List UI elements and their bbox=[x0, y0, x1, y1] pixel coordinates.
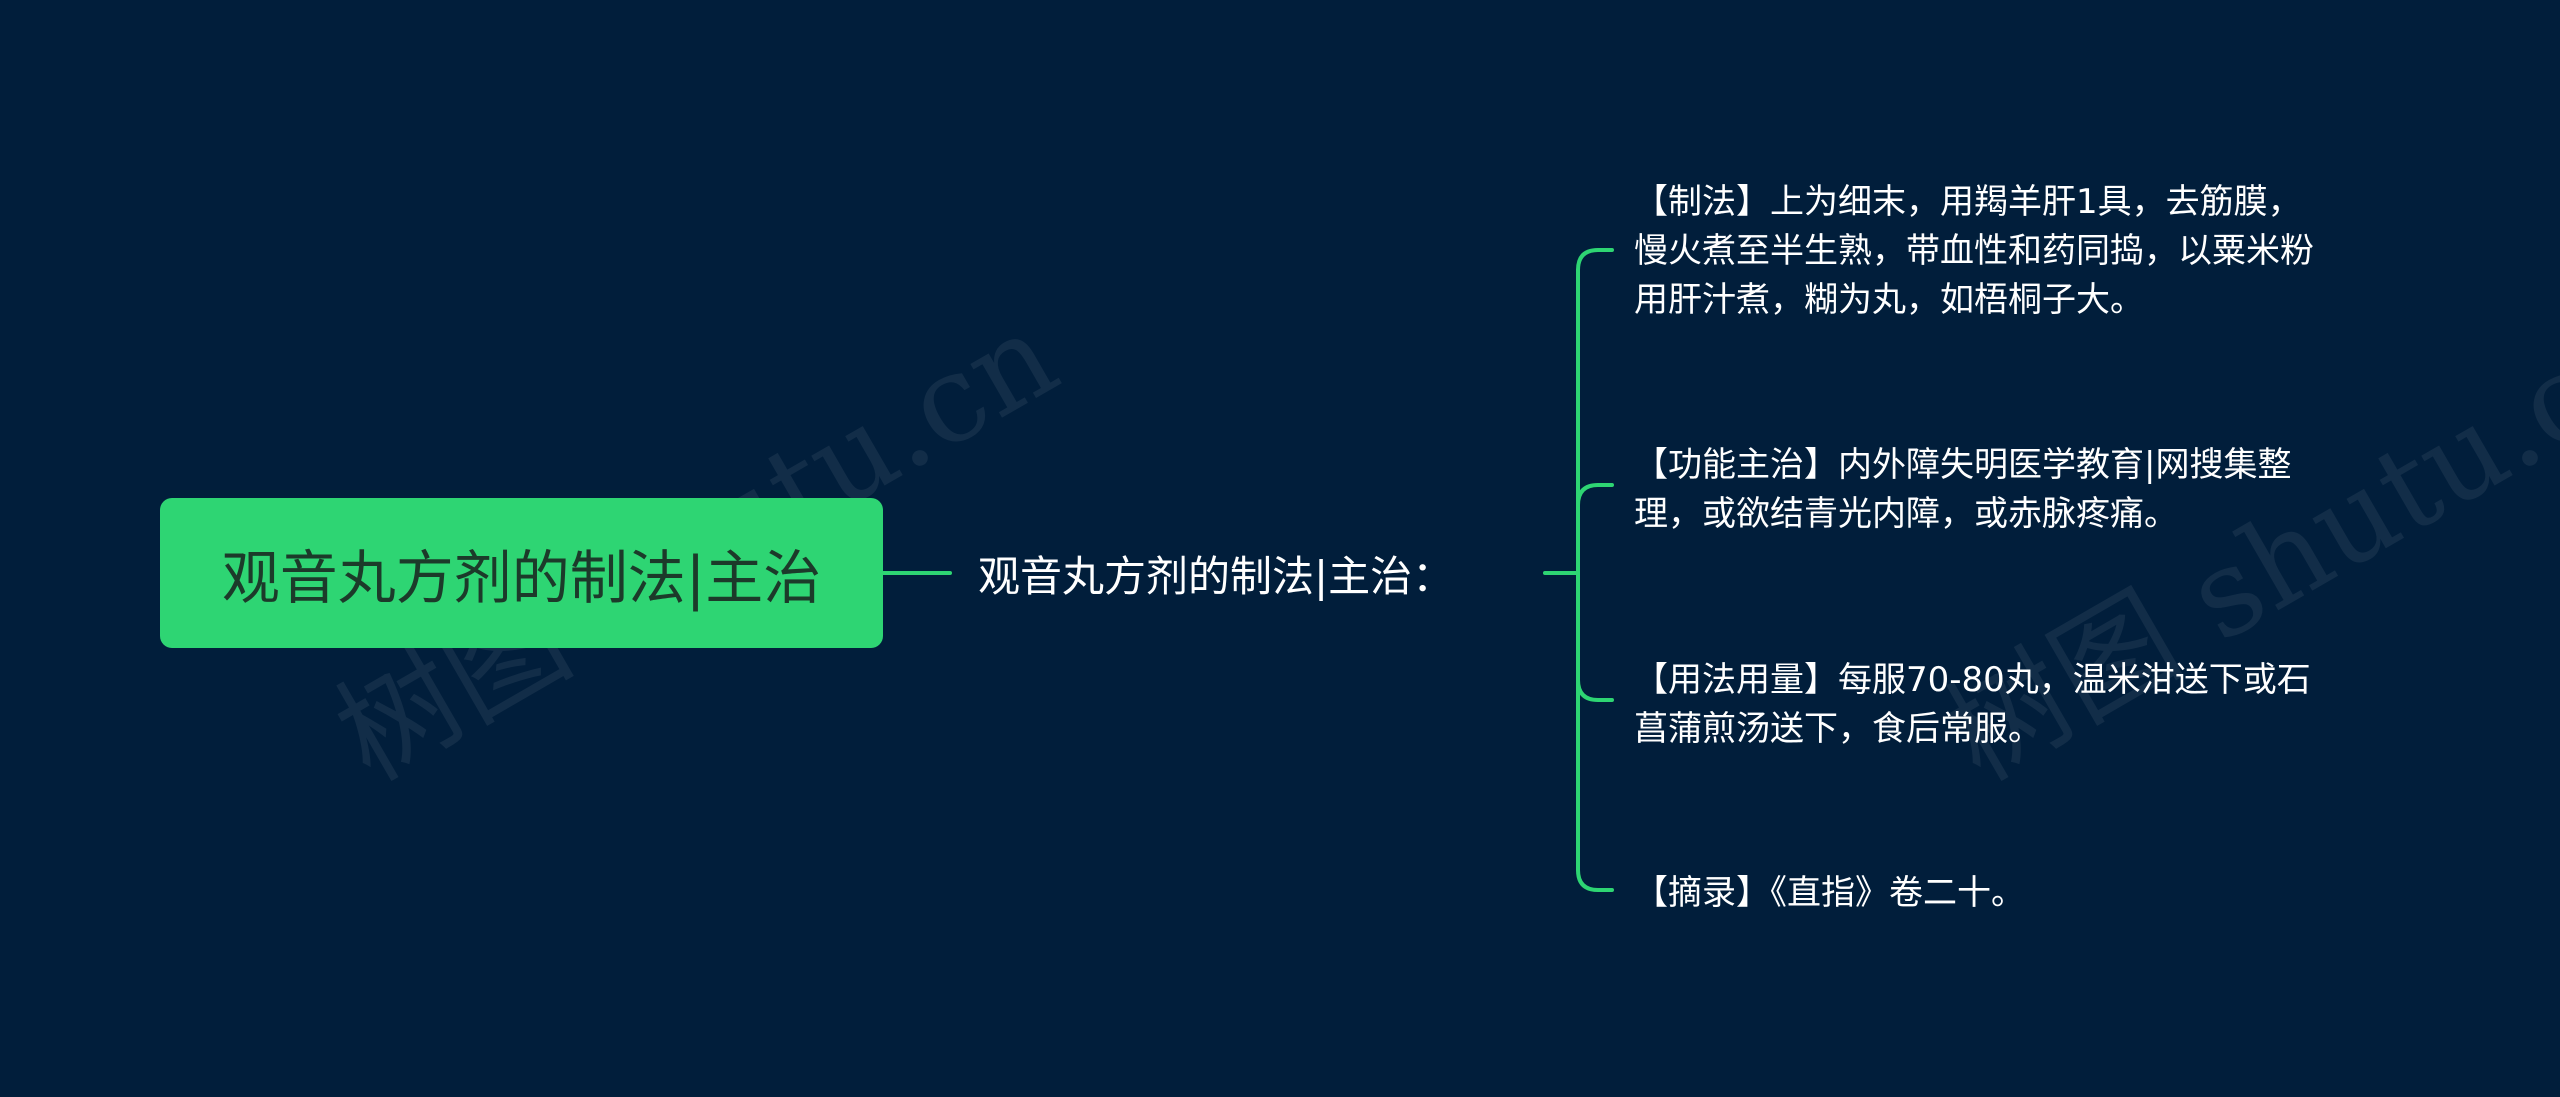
leaf-line: 用肝汁煮，糊为丸，如梧桐子大。 bbox=[1634, 280, 2144, 320]
leaf-node-preparation[interactable]: 【制法】上为细末，用羯羊肝1具，去筋膜， 慢火煮至半生熟，带血性和药同捣，以粟米… bbox=[1634, 178, 2394, 325]
leaf-line: 【用法用量】每服70-80丸，温米泔送下或石 bbox=[1634, 660, 2311, 700]
subtopic-label: 观音丸方剂的制法|主治： bbox=[978, 551, 1455, 601]
branch-connector-1 bbox=[1576, 248, 1614, 272]
leaf-line: 【摘录】《直指》卷二十。 bbox=[1634, 873, 2025, 913]
branch-connector-2 bbox=[1576, 483, 1614, 507]
root-topic-node[interactable]: 观音丸方剂的制法|主治 bbox=[160, 498, 883, 648]
branch-connector-4 bbox=[1576, 868, 1614, 892]
subtopic-node[interactable]: 观音丸方剂的制法|主治： bbox=[978, 543, 1454, 603]
leaf-line: 【制法】上为细末，用羯羊肝1具，去筋膜， bbox=[1634, 182, 2302, 222]
leaf-node-indications[interactable]: 【功能主治】内外障失明医学教育|网搜集整 理，或欲结青光内障，或赤脉疼痛。 bbox=[1634, 441, 2394, 539]
leaf-node-dosage[interactable]: 【用法用量】每服70-80丸，温米泔送下或石 菖蒲煎汤送下，食后常服。 bbox=[1634, 656, 2394, 754]
leaf-node-source[interactable]: 【摘录】《直指》卷二十。 bbox=[1634, 869, 2394, 918]
root-topic-label: 观音丸方剂的制法|主治 bbox=[221, 544, 822, 612]
leaf-line: 理，或欲结青光内障，或赤脉疼痛。 bbox=[1634, 494, 2178, 534]
leaf-line: 菖蒲煎汤送下，食后常服。 bbox=[1634, 709, 2042, 749]
branch-connector-3 bbox=[1576, 678, 1614, 702]
leaf-line: 【功能主治】内外障失明医学教育|网搜集整 bbox=[1634, 445, 2292, 485]
leaf-line: 慢火煮至半生熟，带血性和药同捣，以粟米粉 bbox=[1634, 231, 2314, 271]
